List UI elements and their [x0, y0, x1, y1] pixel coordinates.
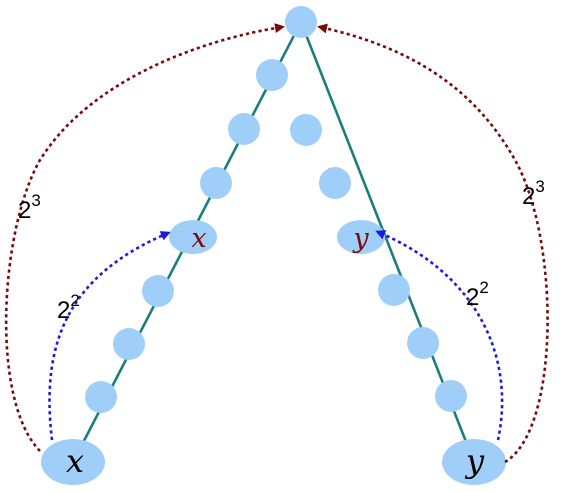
tree-nodes — [41, 6, 506, 485]
x-bottom-label: x — [66, 442, 84, 480]
left-node-7 — [85, 381, 117, 413]
y-mid-label: y — [352, 223, 369, 254]
outer-left-jump-arc — [4, 23, 285, 452]
right-node-4 — [378, 274, 410, 306]
right-node-2 — [319, 167, 351, 199]
right-node-5 — [407, 327, 439, 359]
arc-labels: 23 23 22 22 — [18, 177, 545, 324]
inner-left-arc-label: 22 — [57, 291, 80, 324]
right-bottom-node — [442, 439, 506, 485]
outer-right-arc-label: 23 — [522, 177, 545, 210]
left-node-6 — [113, 328, 145, 360]
outer-right-jump-arc — [317, 23, 549, 464]
left-node-5 — [142, 275, 174, 307]
jump-arcs — [4, 23, 549, 464]
right-mid-node — [337, 220, 385, 254]
outer-left-arc-label: 23 — [18, 191, 41, 224]
left-node-3 — [200, 167, 232, 199]
root-node — [285, 6, 317, 38]
left-bottom-node — [41, 439, 105, 485]
y-bottom-label: y — [464, 442, 485, 480]
right-node-1 — [290, 114, 322, 146]
left-node-2 — [228, 113, 260, 145]
node-labels: x y x y — [66, 223, 485, 480]
left-node-1 — [256, 59, 288, 91]
inner-left-jump-arc — [48, 231, 171, 441]
x-mid-label: x — [191, 223, 206, 254]
right-node-6 — [435, 380, 467, 412]
left-mid-node — [169, 220, 217, 254]
inner-right-arc-label: 22 — [466, 278, 489, 311]
